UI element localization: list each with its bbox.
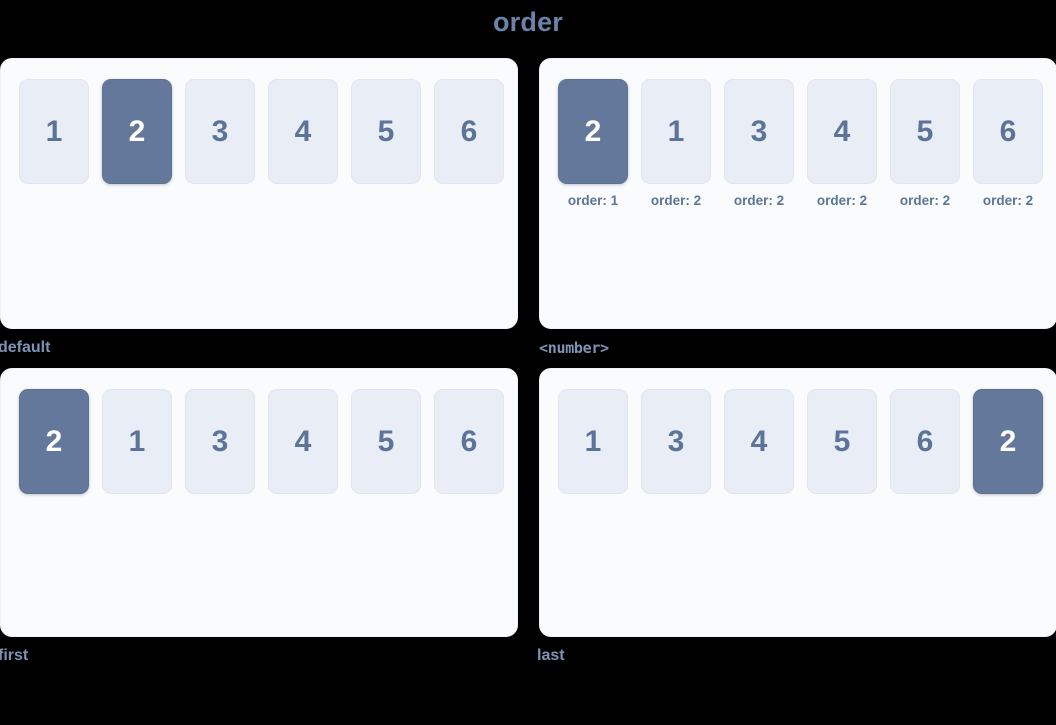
flex-item: 1: [102, 389, 172, 494]
flex-item: 4: [268, 79, 338, 184]
panel-number: 2 order: 1 1 order: 2 3 order: 2 4 order: 2 5 ord…: [539, 58, 1056, 329]
flex-item-order-note: order: 2: [816, 193, 868, 208]
flex-item-box[interactable]: 3: [641, 389, 711, 494]
flex-item-box[interactable]: 1: [641, 79, 711, 184]
flex-item: 6: [890, 389, 960, 494]
flex-item-box-highlighted[interactable]: 2: [102, 79, 172, 184]
panel-label-number: <number>: [539, 339, 609, 357]
flex-item: 3 order: 2: [724, 79, 794, 209]
flex-item-box[interactable]: 6: [434, 389, 504, 494]
flex-item-box[interactable]: 4: [268, 389, 338, 494]
flex-item-box[interactable]: 6: [973, 79, 1043, 184]
flex-item-box[interactable]: 4: [268, 79, 338, 184]
flex-item: 4: [268, 389, 338, 494]
flex-item-box[interactable]: 5: [351, 79, 421, 184]
flex-item-box[interactable]: 1: [558, 389, 628, 494]
page-title: order: [492, 7, 564, 37]
flex-item: 6: [434, 389, 504, 494]
flex-item-order-note: order: 2: [650, 193, 702, 208]
flex-item: 1: [558, 389, 628, 494]
flex-item: 2 order: 1: [558, 79, 628, 209]
flex-item: 1 order: 2: [641, 79, 711, 209]
flex-item-order-note: order: 2: [899, 193, 951, 208]
flex-item: 2: [19, 389, 89, 494]
flex-item-box-highlighted[interactable]: 2: [973, 389, 1043, 494]
flex-item-box[interactable]: 6: [890, 389, 960, 494]
flex-item-box[interactable]: 5: [890, 79, 960, 184]
flex-item-order-note: order: 1: [567, 193, 619, 208]
flex-item-box[interactable]: 3: [724, 79, 794, 184]
item-row-number: 2 order: 1 1 order: 2 3 order: 2 4 order: 2 5 ord…: [558, 79, 1043, 209]
flex-item-box-highlighted[interactable]: 2: [19, 389, 89, 494]
flex-item: 1: [19, 79, 89, 184]
flex-item: 6 order: 2: [973, 79, 1043, 209]
flex-item-order-note: order: 2: [733, 193, 785, 208]
flex-item-box[interactable]: 3: [185, 389, 255, 494]
flex-item: 3: [641, 389, 711, 494]
flex-item-order-note: order: 2: [982, 193, 1034, 208]
flex-item: 5: [351, 389, 421, 494]
panel-label-default: default: [0, 339, 51, 356]
panel-label-first: first: [0, 647, 29, 664]
flex-item: 4 order: 2: [807, 79, 877, 209]
flex-item-box[interactable]: 1: [19, 79, 89, 184]
flex-item: 6: [434, 79, 504, 184]
demo-cell-number: 2 order: 1 1 order: 2 3 order: 2 4 order: 2 5 ord…: [539, 58, 1056, 358]
flex-item: 3: [185, 389, 255, 494]
flex-item-box[interactable]: 4: [807, 79, 877, 184]
flex-item: 5 order: 2: [890, 79, 960, 209]
panel-label-last: last: [537, 647, 565, 664]
flex-item: 5: [351, 79, 421, 184]
flex-item-box[interactable]: 1: [102, 389, 172, 494]
flex-item: 4: [724, 389, 794, 494]
flex-item-box-highlighted[interactable]: 2: [558, 79, 628, 184]
flex-item-box[interactable]: 5: [807, 389, 877, 494]
flex-item-box[interactable]: 4: [724, 389, 794, 494]
flex-item-box[interactable]: 3: [185, 79, 255, 184]
flex-item: 2: [973, 389, 1043, 494]
flex-item-box[interactable]: 5: [351, 389, 421, 494]
flex-item: 2: [102, 79, 172, 184]
flex-item: 3: [185, 79, 255, 184]
flex-item-box[interactable]: 6: [434, 79, 504, 184]
flex-item: 5: [807, 389, 877, 494]
